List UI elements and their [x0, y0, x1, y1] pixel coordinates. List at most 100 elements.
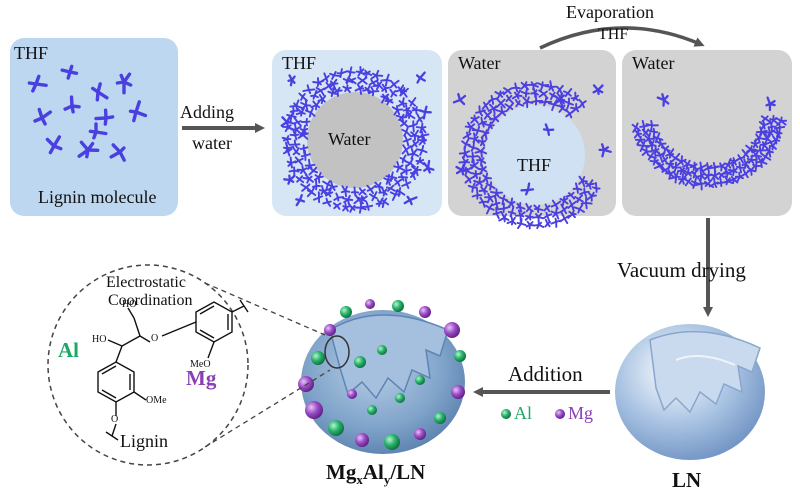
- lignin-glyph: [320, 72, 330, 83]
- lignin-glyph: [492, 206, 503, 220]
- lignin-glyph: [467, 151, 479, 164]
- lignin-glyph: [368, 191, 378, 202]
- lignin-glyph: [580, 196, 593, 210]
- lignin-glyph: [631, 122, 641, 133]
- lignin-glyph: [661, 154, 669, 165]
- lignin-glyph: [294, 156, 304, 166]
- lignin-glyph: [650, 145, 660, 156]
- arrow1-label-line2: water: [192, 133, 232, 153]
- lignin-glyph: [401, 178, 412, 189]
- lignin-glyph: [401, 126, 412, 137]
- lignin-glyph: [475, 105, 486, 117]
- lignin-glyph: [567, 209, 577, 219]
- chem-ome: OMe: [146, 395, 167, 406]
- metal-ions: [298, 299, 466, 450]
- lignin-glyph: [115, 72, 133, 95]
- lignin-glyph: [722, 167, 734, 179]
- mg-ion: [451, 385, 465, 399]
- mg-ion: [298, 376, 314, 392]
- lignin-glyph: [735, 161, 746, 174]
- lignin-glyph: [516, 218, 527, 230]
- lignin-glyph: [383, 173, 394, 186]
- lignin-glyph: [469, 132, 480, 144]
- lignin-glyph: [478, 184, 488, 195]
- lignin-glyph: [289, 106, 299, 115]
- lignin-glyph: [544, 80, 557, 92]
- lignin-glyph: [416, 144, 428, 156]
- lignin-glyph: [322, 197, 332, 207]
- lignin-glyph: [734, 171, 745, 183]
- lignin-glyph: [485, 203, 495, 215]
- lignin-glyph: [90, 82, 109, 102]
- lignin-glyph: [775, 116, 788, 127]
- lignin-glyph: [578, 175, 588, 188]
- lignin-glyph: [664, 169, 676, 180]
- lignin-glyph: [656, 93, 670, 107]
- zoom-caption: Lignin: [120, 431, 168, 451]
- chem-o-ether: O: [151, 333, 159, 344]
- al-ion: [415, 375, 425, 385]
- lignin-glyph: [498, 212, 510, 223]
- lignin-glyph: [393, 161, 406, 173]
- lignin-glyph: [400, 164, 412, 176]
- lignin-glyph: [592, 84, 604, 96]
- lignin-glyph: [410, 129, 420, 141]
- lignin-glyph: [497, 202, 511, 213]
- product-label: MgxAly/LN: [326, 462, 425, 487]
- lignin-glyph: [290, 123, 302, 137]
- mg-ion: [444, 322, 460, 338]
- lignin-glyph: [416, 134, 428, 146]
- panel2-outer-label: THF: [282, 53, 317, 73]
- lignin-glyph: [455, 163, 469, 176]
- zoom-circle: [47, 264, 249, 466]
- lignin-glyph: [533, 204, 544, 214]
- lignin-glyph: [452, 92, 467, 106]
- lignin-glyph: [750, 149, 763, 161]
- lignin-glyph: [727, 164, 738, 177]
- lignin-glyph: [746, 154, 757, 165]
- lignin-glyph: [477, 116, 488, 128]
- lignin-glyph: [498, 194, 509, 206]
- lignin-glyph: [579, 187, 590, 198]
- lignin-glyph: [336, 68, 348, 79]
- lignin-glyph: [559, 195, 569, 207]
- zoom-title-line1: Electrostatic: [106, 274, 186, 291]
- lignin-glyph: [647, 151, 657, 161]
- lignin-glyph: [299, 144, 309, 155]
- lignin-glyph: [537, 81, 550, 91]
- al-ion: [454, 350, 466, 362]
- lignin-glyph: [670, 152, 681, 164]
- al-ion: [395, 393, 405, 403]
- lignin-glyph: [295, 193, 306, 207]
- chem-ho-left: HO: [92, 334, 107, 345]
- lignin-glyph: [404, 157, 416, 168]
- lignin-glyph: [368, 86, 380, 97]
- lignin-glyph: [772, 127, 783, 139]
- lignin-glyph: [300, 99, 312, 111]
- lignin-glyph: [473, 176, 486, 187]
- lignin-glyph: [652, 132, 664, 144]
- lignin-glyph: [404, 110, 416, 120]
- lignin-shell: [281, 65, 430, 214]
- lignin-glyph: [295, 107, 306, 117]
- lignin-glyph: [470, 114, 480, 124]
- lignin-glyph: [342, 202, 352, 212]
- lignin-glyph: [461, 138, 471, 151]
- lignin-glyph: [423, 159, 435, 174]
- lignin-glyph: [407, 147, 420, 160]
- lignin-glyph: [524, 210, 535, 221]
- lignin-glyph: [570, 91, 580, 102]
- lignin-glyph: [760, 152, 772, 163]
- lignin-glyph: [415, 156, 425, 166]
- lignin-glyph: [288, 139, 301, 149]
- mg-dot: [555, 409, 565, 419]
- lignin-structure: [97, 299, 249, 441]
- lignin-glyph: [378, 186, 388, 197]
- lignin-glyph: [310, 100, 321, 111]
- lignin-glyph: [389, 79, 400, 89]
- lignin-glyph: [27, 74, 48, 93]
- lignin-glyph: [639, 119, 650, 133]
- lignin-glyph: [570, 102, 582, 113]
- lignin-glyph: [416, 113, 424, 123]
- lignin-glyph: [708, 177, 719, 188]
